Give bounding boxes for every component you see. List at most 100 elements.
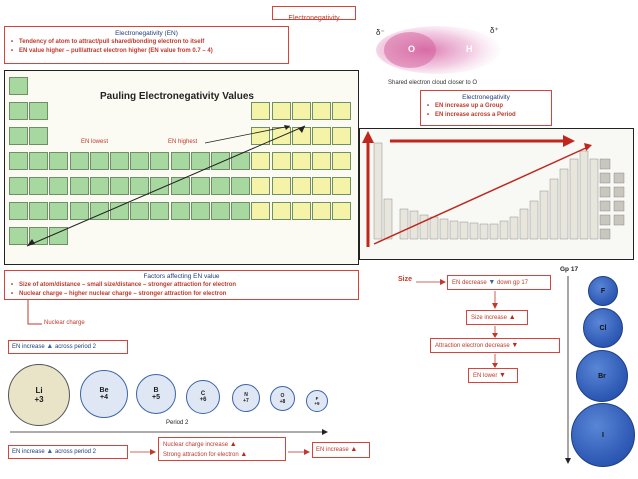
factors-box: Factors affecting EN value Size of atom/… <box>4 270 359 300</box>
element-cell <box>190 152 210 170</box>
atom-be: Be +4 <box>80 370 128 418</box>
atom-c: C +6 <box>186 380 220 414</box>
element-cell <box>251 202 271 220</box>
flow-arrow-icon <box>130 449 156 455</box>
size-step4-box: EN lower ▼ <box>468 368 518 383</box>
element-cell <box>312 177 331 195</box>
en-increase-top-box: EN increase ▲ across period 2 <box>8 340 128 354</box>
size-step1-box: EN decrease ▼ down gp 17 <box>447 275 551 290</box>
element-cell <box>170 202 190 220</box>
element-cell <box>211 152 230 170</box>
header-title: Electronegativity <box>288 15 340 22</box>
arrow-down-icon: ▼ <box>511 342 519 349</box>
element-cell <box>291 102 311 120</box>
en-increase-top-text: EN increase <box>12 344 45 350</box>
size-step3-box: Attraction electron decrease ▼ <box>430 338 560 353</box>
flow-arrow-icon <box>288 449 310 455</box>
element-cell <box>9 152 28 170</box>
trend-3d-chart <box>359 128 634 260</box>
element-cell <box>29 177 49 195</box>
element-cell <box>9 227 28 245</box>
arrow-up-icon: ▲ <box>229 441 237 448</box>
element-cell <box>271 152 291 170</box>
oxygen-atom: O <box>408 44 416 54</box>
arrow-up-icon: ▲ <box>46 343 54 350</box>
trend-title: Electronegativity <box>462 94 510 101</box>
element-cell <box>110 202 129 220</box>
atom-bromine: Br <box>576 350 628 402</box>
atom-li: Li +3 <box>8 364 70 426</box>
pauling-periodic-table: Pauling Electronegativity Values EN lowe… <box>4 70 359 265</box>
element-cell <box>29 152 49 170</box>
atom-b: B +5 <box>136 374 176 414</box>
element-cell <box>332 202 352 220</box>
left-partial-charge: δ⁻ <box>376 28 385 37</box>
element-cell <box>251 102 271 120</box>
arrow-up-icon: ▲ <box>46 448 54 455</box>
element-cell <box>291 202 311 220</box>
down-arrow-icon <box>492 354 498 368</box>
factors-bullet: Size of atom/distance – small size/dista… <box>9 281 354 290</box>
en-increase-bottom-box: EN increase ▲ across period 2 <box>8 445 128 459</box>
element-cell <box>271 202 291 220</box>
element-cell <box>9 202 28 220</box>
arrow-up-icon: ▲ <box>240 451 248 458</box>
header-title-box: Electronegativity <box>272 6 356 22</box>
periodic-table-title: Pauling Electronegativity Values <box>100 91 254 102</box>
down-arrow-icon <box>492 326 498 338</box>
trend-box: Electronegativity EN increase up a Group… <box>420 90 552 126</box>
element-cell <box>231 177 251 195</box>
element-cell <box>9 177 28 195</box>
factors-bullet: Nuclear charge – higher nuclear charge –… <box>9 290 354 299</box>
element-cell <box>130 202 150 220</box>
size-label: Size <box>398 276 413 283</box>
element-cell <box>312 202 331 220</box>
trend-3d-graphic <box>362 131 625 247</box>
element-cell <box>291 177 311 195</box>
group17-label: Gp 17 <box>560 266 579 273</box>
element-cell <box>332 177 352 195</box>
element-cell <box>170 152 190 170</box>
element-cell <box>69 202 89 220</box>
trend-bullet: EN increase up a Group <box>425 102 547 111</box>
element-cell <box>89 152 109 170</box>
size-arrow-icon <box>416 279 446 285</box>
element-cell <box>29 102 49 120</box>
element-cell <box>69 152 89 170</box>
nuclear-charge-increase-box: Nuclear charge increase ▲ Strong attract… <box>158 437 286 461</box>
element-cell <box>271 102 291 120</box>
element-cell <box>110 152 129 170</box>
arrow-down-icon: ▼ <box>488 279 496 286</box>
factors-title: Factors affecting EN value <box>143 273 220 280</box>
period-arrow-icon <box>10 429 328 435</box>
element-cell <box>291 152 311 170</box>
hydrogen-atom: H <box>466 44 473 54</box>
trend-arrows <box>26 125 306 247</box>
element-cell <box>110 177 129 195</box>
element-cell <box>332 152 352 170</box>
element-cell <box>231 152 251 170</box>
element-cell <box>332 102 352 120</box>
element-cell <box>9 102 28 120</box>
label-en-highest: EN highest <box>168 139 198 145</box>
label-en-lowest: EN lowest <box>81 139 109 145</box>
element-cell <box>190 177 210 195</box>
element-cell <box>9 127 28 145</box>
atom-iodine: I <box>571 403 635 467</box>
element-cell <box>49 152 69 170</box>
element-cell <box>251 152 271 170</box>
element-cell <box>251 177 271 195</box>
element-cell <box>49 177 69 195</box>
element-cell <box>211 202 230 220</box>
element-cell <box>69 177 89 195</box>
element-cell <box>150 152 170 170</box>
arrow-up-icon: ▲ <box>350 446 358 453</box>
element-cell <box>130 152 150 170</box>
arrow-up-icon: ▲ <box>508 314 516 321</box>
element-cell <box>312 102 331 120</box>
atom-chlorine: Cl <box>583 308 623 348</box>
element-cell <box>312 127 331 145</box>
element-cell <box>190 202 210 220</box>
down-arrow-icon <box>492 291 498 309</box>
element-cell <box>89 177 109 195</box>
